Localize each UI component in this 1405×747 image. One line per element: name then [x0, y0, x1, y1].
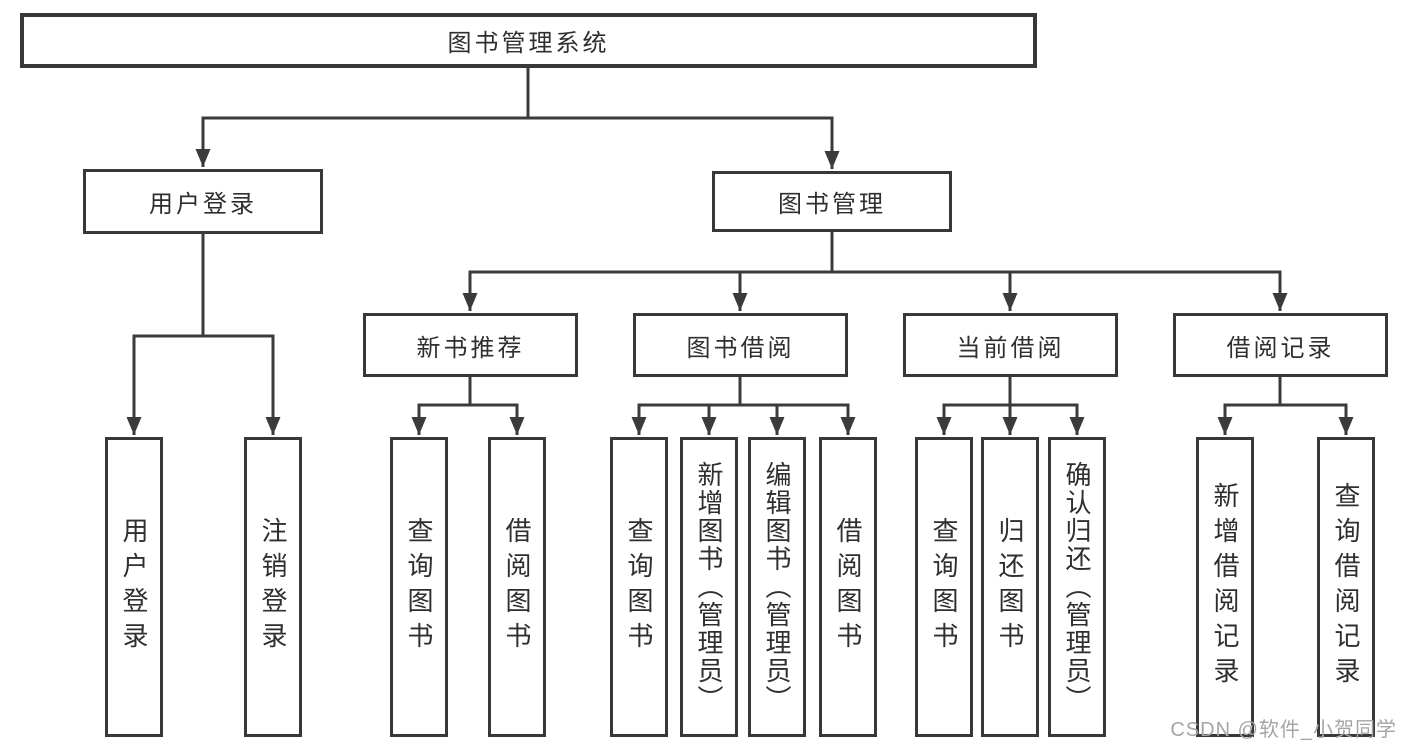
leaf-recommend-borrow-books-label: 借阅图书 [502, 517, 532, 657]
leaf-logout: 注销登录 [244, 437, 302, 737]
leaf-borrow-borrow-books-label: 借阅图书 [833, 517, 863, 657]
leaf-current-confirm-return-admin: 确认归还（管理员） [1048, 437, 1106, 737]
node-root-label: 图书管理系统 [447, 30, 610, 57]
watermark: CSDN @软件_小贺同学 [1170, 719, 1397, 741]
leaf-current-return-books-label: 归还图书 [995, 517, 1025, 657]
leaf-current-query-books-label: 查询图书 [929, 517, 959, 657]
node-current-borrow: 当前借阅 [903, 313, 1118, 377]
node-book-borrow-label: 图书借阅 [686, 334, 795, 362]
leaf-current-confirm-return-admin-label: 确认归还（管理员） [1062, 461, 1092, 713]
leaf-user-login: 用户登录 [105, 437, 163, 737]
node-new-book-recommend-label: 新书推荐 [416, 334, 525, 362]
node-borrow-records: 借阅记录 [1173, 313, 1388, 377]
node-user-login-label: 用户登录 [149, 191, 257, 218]
leaf-logout-label: 注销登录 [258, 517, 288, 657]
leaf-user-login-label: 用户登录 [119, 517, 149, 657]
leaf-borrow-add-books-admin: 新增图书（管理员） [680, 437, 738, 737]
leaf-records-add-record-label: 新增借阅记录 [1210, 482, 1240, 692]
leaf-records-query-record-label: 查询借阅记录 [1331, 482, 1361, 692]
leaf-recommend-query-books-label: 查询图书 [404, 517, 434, 657]
leaf-current-return-books: 归还图书 [981, 437, 1039, 737]
node-root: 图书管理系统 [20, 13, 1037, 68]
leaf-borrow-query-books: 查询图书 [610, 437, 668, 737]
leaf-current-query-books: 查询图书 [915, 437, 973, 737]
leaf-recommend-query-books: 查询图书 [390, 437, 448, 737]
leaf-records-add-record: 新增借阅记录 [1196, 437, 1254, 737]
leaf-borrow-add-books-admin-label: 新增图书（管理员） [694, 461, 724, 713]
leaf-records-query-record: 查询借阅记录 [1317, 437, 1375, 737]
node-borrow-records-label: 借阅记录 [1226, 334, 1335, 362]
node-book-borrow: 图书借阅 [633, 313, 848, 377]
node-user-login: 用户登录 [83, 169, 323, 234]
node-new-book-recommend: 新书推荐 [363, 313, 578, 377]
node-book-management-label: 图书管理 [778, 191, 886, 218]
node-book-management: 图书管理 [712, 171, 952, 232]
leaf-borrow-borrow-books: 借阅图书 [819, 437, 877, 737]
leaf-borrow-edit-books-admin: 编辑图书（管理员） [748, 437, 806, 737]
leaf-borrow-query-books-label: 查询图书 [624, 517, 654, 657]
connector-lines [126, 68, 1354, 435]
leaf-recommend-borrow-books: 借阅图书 [488, 437, 546, 737]
leaf-borrow-edit-books-admin-label: 编辑图书（管理员） [762, 461, 792, 713]
node-current-borrow-label: 当前借阅 [956, 334, 1065, 362]
